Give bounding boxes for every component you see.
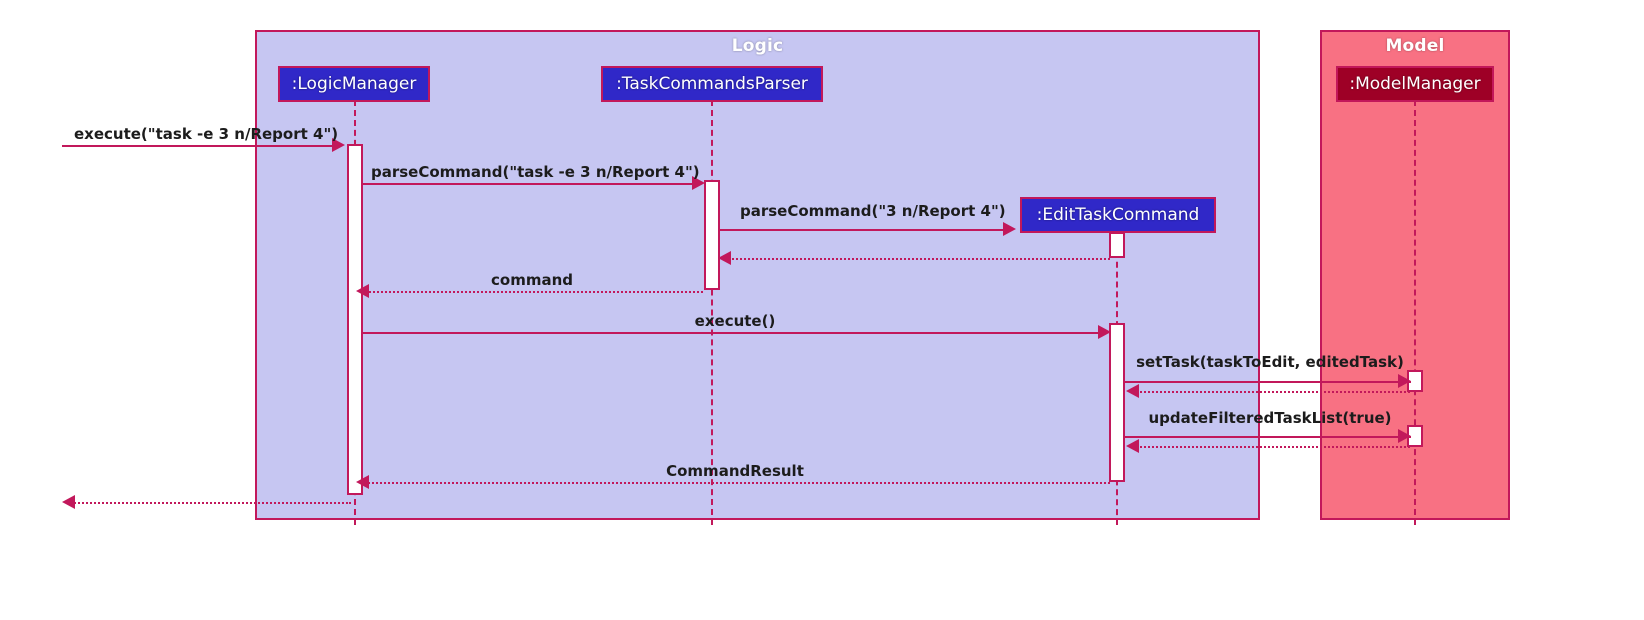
participant-logic-manager[interactable]: :LogicManager [278,66,430,102]
participant-edit-task-command-label: :EditTaskCommand [1036,205,1200,225]
message-arrowhead-edit-task-command-return [718,251,731,265]
message-arrowhead-execute-entry [332,138,345,152]
message-line-final-return [71,502,351,504]
message-line-execute-command [363,332,1107,334]
activation-edit-task-command-execute [1109,323,1125,482]
participant-task-commands-parser[interactable]: :TaskCommandsParser [601,66,823,102]
message-label-set-task: setTask(taskToEdit, editedTask) [1136,353,1404,371]
message-line-command-result [365,482,1110,484]
lifeline-model-manager [1414,100,1416,525]
message-arrowhead-command-result [356,475,369,489]
message-label-update-filtered-task-list: updateFilteredTaskList(true) [1148,409,1392,427]
message-arrowhead-parse-command-args [1003,222,1016,236]
message-label-command-return: command [491,271,573,289]
activation-edit-task-command-create [1109,232,1125,258]
message-arrowhead-execute-command [1098,325,1111,339]
message-line-command-return [365,291,703,293]
message-arrowhead-set-task [1398,374,1411,388]
message-line-parse-command-full [363,183,701,185]
message-label-execute-entry: execute("task -e 3 n/Report 4") [74,125,339,143]
message-arrowhead-parse-command-full [692,176,705,190]
message-line-set-task-return [1135,391,1410,393]
lifeline-task-commands-parser [711,100,713,525]
message-line-parse-command-args [720,229,1010,231]
participant-model-manager-label: :ModelManager [1349,74,1481,94]
message-arrowhead-set-task-return [1126,384,1139,398]
message-label-execute-command: execute() [694,312,776,330]
frame-logic-title: Logic [731,36,784,56]
frame-model-title: Model [1385,36,1445,56]
message-line-execute-entry [62,145,334,147]
frame-logic: Logic [255,30,1260,520]
message-line-edit-task-command-return [727,258,1110,260]
message-label-parse-command-full: parseCommand("task -e 3 n/Report 4") [371,163,700,181]
message-line-update-list-return [1135,446,1410,448]
message-arrowhead-update-filtered-task-list [1398,429,1411,443]
message-arrowhead-command-return [356,284,369,298]
participant-logic-manager-label: :LogicManager [291,74,417,94]
activation-task-commands-parser [704,180,720,290]
activation-logic-manager [347,144,363,495]
message-arrowhead-final-return [62,495,75,509]
message-line-update-filtered-task-list [1125,436,1411,438]
message-line-set-task [1125,381,1411,383]
participant-model-manager[interactable]: :ModelManager [1336,66,1494,102]
message-label-command-result: CommandResult [666,462,804,480]
message-label-parse-command-args: parseCommand("3 n/Report 4") [740,202,1006,220]
participant-task-commands-parser-label: :TaskCommandsParser [616,74,808,94]
participant-edit-task-command[interactable]: :EditTaskCommand [1020,197,1216,233]
message-arrowhead-update-list-return [1126,439,1139,453]
